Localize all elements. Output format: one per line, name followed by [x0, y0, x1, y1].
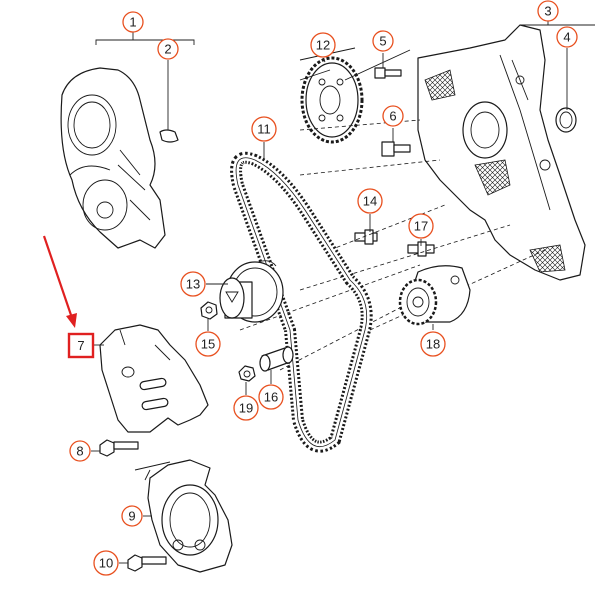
- svg-text:9: 9: [128, 509, 135, 524]
- idler-roller: [259, 346, 294, 372]
- svg-text:10: 10: [99, 556, 113, 571]
- seal-ring: [555, 107, 577, 133]
- svg-text:15: 15: [201, 337, 215, 352]
- lower-timing-cover: [134, 459, 233, 573]
- svg-text:17: 17: [414, 219, 428, 234]
- camshaft-sprocket: [300, 56, 364, 144]
- svg-text:12: 12: [316, 38, 330, 53]
- callout-19[interactable]: 19: [233, 395, 259, 421]
- bolt-8: [99, 439, 139, 457]
- callout-7[interactable]: 7: [67, 332, 95, 359]
- callout-8[interactable]: 8: [69, 440, 91, 462]
- svg-text:2: 2: [164, 42, 171, 57]
- callout-3[interactable]: 3: [537, 0, 559, 22]
- callout-2[interactable]: 2: [157, 38, 179, 60]
- svg-text:19: 19: [239, 401, 253, 416]
- svg-text:18: 18: [426, 337, 440, 352]
- svg-text:3: 3: [544, 4, 551, 19]
- callout-5[interactable]: 5: [372, 30, 394, 52]
- callout-18[interactable]: 18: [420, 331, 446, 357]
- svg-text:5: 5: [379, 34, 386, 49]
- callout-17[interactable]: 17: [408, 213, 434, 239]
- svg-text:11: 11: [257, 122, 271, 137]
- svg-text:6: 6: [389, 109, 396, 124]
- callout-4[interactable]: 4: [556, 26, 578, 48]
- callout-6[interactable]: 6: [382, 105, 404, 127]
- svg-text:1: 1: [129, 15, 136, 30]
- middle-timing-cover: [99, 324, 209, 433]
- nut-19: [238, 365, 256, 382]
- svg-text:4: 4: [563, 30, 570, 45]
- timing-belt: [230, 151, 373, 453]
- callout-1[interactable]: 1: [122, 11, 144, 33]
- callout-12[interactable]: 12: [310, 32, 336, 58]
- bolt-10: [127, 554, 167, 572]
- callout-9[interactable]: 9: [121, 505, 143, 527]
- rear-timing-cover: [417, 24, 586, 281]
- belt-tensioner: [219, 260, 284, 323]
- svg-text:16: 16: [264, 390, 278, 405]
- bolt-6: [381, 141, 411, 157]
- retaining-clip: [159, 129, 179, 143]
- callout-14[interactable]: 14: [357, 188, 383, 214]
- leader-lines: [91, 21, 595, 564]
- bolt-5: [374, 67, 402, 79]
- callout-10[interactable]: 10: [93, 550, 119, 576]
- callout-16[interactable]: 16: [258, 384, 284, 410]
- upper-timing-cover: [60, 67, 166, 249]
- svg-text:13: 13: [186, 277, 200, 292]
- svg-text:14: 14: [363, 194, 377, 209]
- water-pump: [398, 265, 471, 326]
- callout-15[interactable]: 15: [195, 331, 221, 357]
- svg-text:7: 7: [77, 338, 84, 353]
- callout-11[interactable]: 11: [251, 116, 277, 142]
- callout-13[interactable]: 13: [180, 271, 206, 297]
- stud-14: [354, 229, 378, 245]
- nut-15: [200, 301, 218, 320]
- svg-text:8: 8: [76, 444, 83, 459]
- highlight-arrow: [42, 235, 77, 328]
